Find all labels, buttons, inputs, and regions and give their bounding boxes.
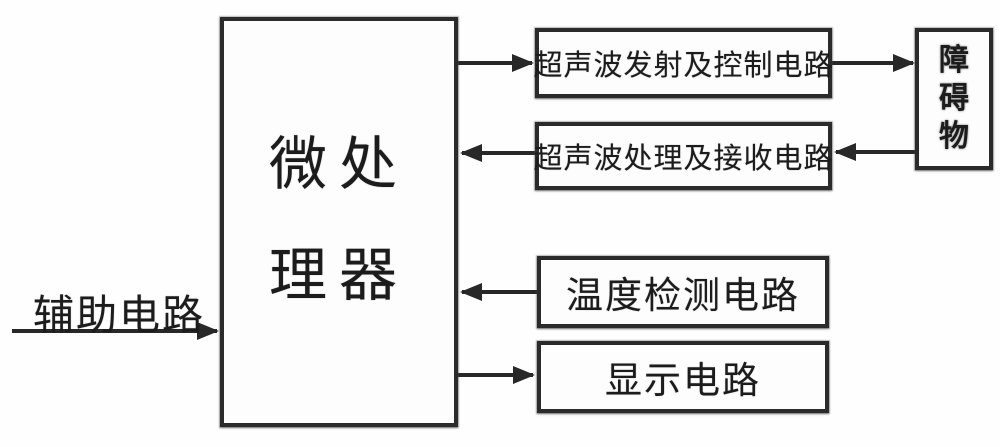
microprocessor-label-line2: 理器: [268, 243, 409, 308]
node-microprocessor: 微处 理器: [220, 17, 458, 427]
node-obstacle: 障 碍 物: [915, 28, 993, 170]
aux-circuit-label: 辅助电路: [33, 292, 205, 338]
node-ultrasonic-processing-receive: 超声波处理及接收电路: [534, 122, 833, 190]
node-display-circuit: 显示电路: [537, 341, 829, 413]
obstacle-char-1: 障: [939, 44, 969, 77]
microprocessor-label-line1: 微处: [268, 132, 409, 197]
microprocessor-label: 微处 理器: [269, 109, 409, 331]
node-temperature-detection: 温度检测电路: [537, 256, 829, 328]
node-ultrasonic-transmit-control: 超声波发射及控制电路: [534, 28, 833, 98]
obstacle-char-3: 物: [939, 120, 969, 153]
obstacle-char-2: 碍: [939, 82, 969, 115]
